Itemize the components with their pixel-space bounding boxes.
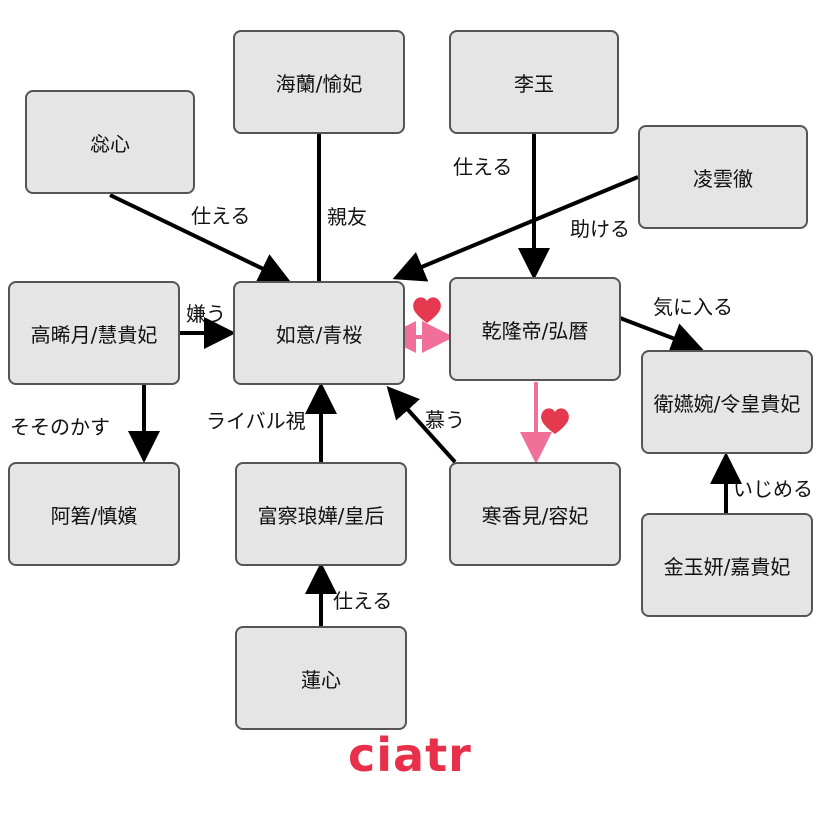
label-kankouken-nyoi: 慕う (425, 408, 465, 432)
heart-icon (541, 408, 569, 434)
node-akan: 阿箬/慎嬪 (8, 462, 180, 566)
edge-kenryuu-eienen (619, 316, 704, 354)
node-eienen: 衛嬿婉/令皇貴妃 (641, 350, 813, 454)
label-kokigetsu-nyoi: 嫌う (186, 302, 226, 326)
node-nyoi: 如意/青桜 (233, 281, 405, 385)
label-soshin-nyoi: 仕える (191, 204, 251, 228)
edge-kankouken-nyoi (386, 386, 457, 464)
ciatr-logo: ciatr (348, 728, 472, 782)
label-kokigetsu-akan: そそのかす (10, 415, 110, 439)
node-kankouken: 寒香見/容妃 (449, 462, 621, 566)
label-renshin-fucha: 仕える (333, 589, 393, 613)
node-kairan: 海蘭/愉妃 (233, 30, 405, 134)
label-rigyoku-kenryuu: 仕える (453, 155, 513, 179)
edge-ryouuntetsu-nyoi (392, 175, 639, 282)
node-soshin: 惢心 (25, 90, 195, 194)
node-kingyokuken: 金玉妍/嘉貴妃 (641, 513, 813, 617)
node-renshin: 蓮心 (235, 626, 407, 730)
node-fucha: 富察琅嬅/皇后 (235, 462, 407, 566)
node-ryouuntetsu: 凌雲徹 (638, 125, 808, 229)
label-kenryuu-eienen: 気に入る (653, 295, 733, 319)
node-rigyoku: 李玉 (449, 30, 619, 134)
edge-soshin-nyoi (109, 193, 292, 283)
label-kingyokuken-eienen: いじめる (733, 477, 813, 501)
label-ryouuntetsu-nyoi: 助ける (570, 217, 630, 241)
node-kenryuu: 乾隆帝/弘暦 (449, 277, 621, 381)
label-fucha-nyoi: ライバル視 (206, 409, 306, 433)
label-kairan-nyoi: 親友 (327, 205, 367, 229)
heart-icon (413, 297, 441, 323)
logo-text: ciatr (348, 728, 472, 782)
node-kokigetsu: 高晞月/慧貴妃 (8, 281, 180, 385)
